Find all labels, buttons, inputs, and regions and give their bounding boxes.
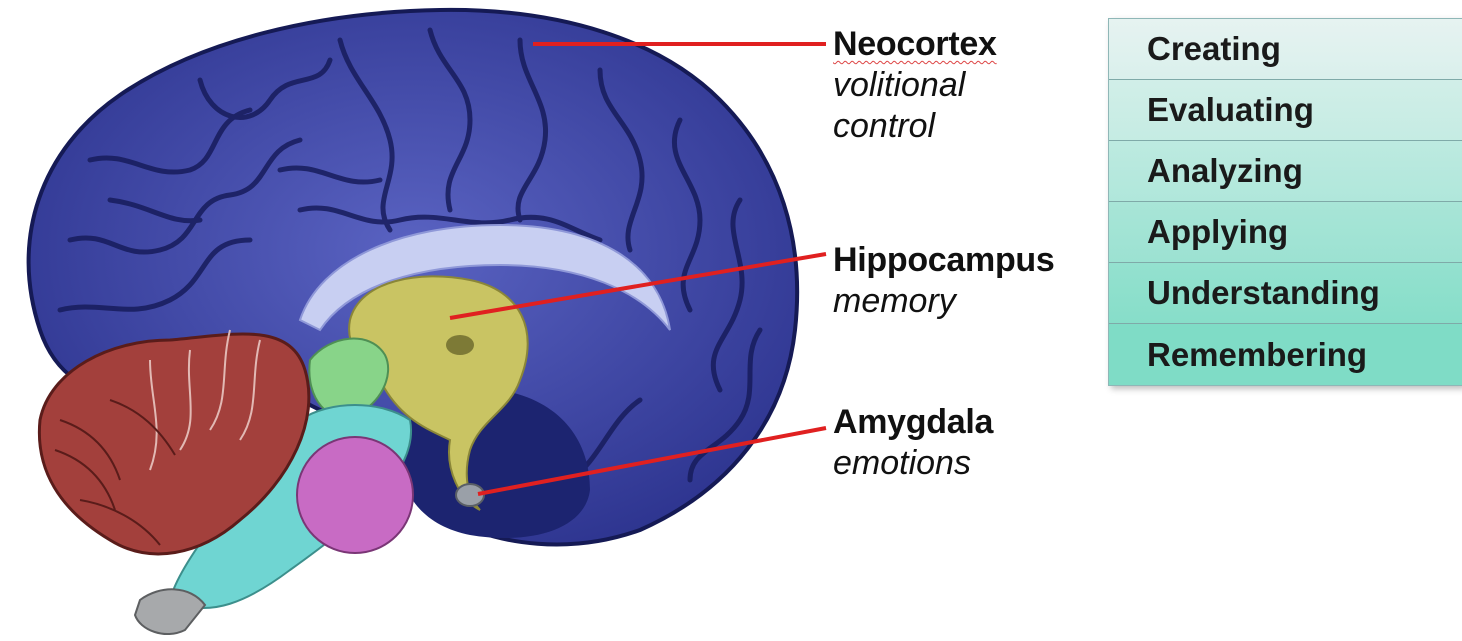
hippocampus-sub: memory <box>833 281 1055 322</box>
amygdala-title: Amygdala <box>833 402 993 443</box>
hippocampus-title: Hippocampus <box>833 240 1055 281</box>
amygdala-label: Amygdala emotions <box>833 402 993 484</box>
bloom-level: Evaluating <box>1109 80 1462 141</box>
pons-region <box>297 437 413 553</box>
hippocampus-detail <box>446 335 474 355</box>
bloom-level: Analyzing <box>1109 141 1462 202</box>
bloom-taxonomy-stack: Creating Evaluating Analyzing Applying U… <box>1108 18 1462 386</box>
bloom-level: Understanding <box>1109 263 1462 324</box>
bloom-level: Remembering <box>1109 324 1462 385</box>
neocortex-sub-line-2: control <box>833 106 997 147</box>
neocortex-title: Neocortex <box>833 24 997 65</box>
bloom-level: Creating <box>1109 19 1462 80</box>
neocortex-sub-line-1: volitional <box>833 65 997 106</box>
spinal-cord <box>135 589 205 634</box>
bloom-level: Applying <box>1109 202 1462 263</box>
neocortex-label: Neocortex volitional control <box>833 24 997 146</box>
hippocampus-label: Hippocampus memory <box>833 240 1055 322</box>
amygdala-sub: emotions <box>833 443 993 484</box>
